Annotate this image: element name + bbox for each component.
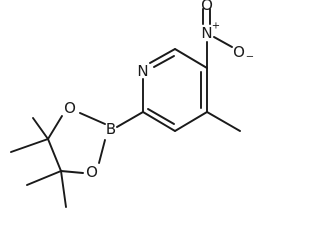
- nitro-group: [202, 8, 233, 69]
- bond-c6-n1: [149, 48, 176, 64]
- atom-label-ring-o-bottom: O: [86, 163, 98, 181]
- atom-label-boron: B: [106, 120, 116, 138]
- bond-o-bottom-c: [60, 170, 84, 174]
- pyridine-ring: [142, 48, 208, 132]
- double-bond-c6-n1: [153, 55, 175, 68]
- bond-c2-c3: [142, 111, 176, 132]
- bond-nitro-o-single: [213, 36, 233, 48]
- bond-methyl-lower-1: [26, 170, 62, 186]
- atom-label-nitro-o-single: O: [233, 43, 245, 61]
- atom-charge-nitro-o: −: [246, 52, 254, 63]
- bond-o-top-c: [47, 115, 63, 140]
- atom-label-nitro-o-double: O: [201, 0, 213, 14]
- bond-methyl-lower-2: [60, 170, 67, 208]
- atom-label-ring-o-top: O: [64, 99, 76, 117]
- dioxaborolane-ring: [47, 111, 144, 174]
- bond-methyl-upper-1: [32, 117, 49, 140]
- bond-c3-c4: [174, 111, 208, 132]
- bond-c2-b: [116, 111, 144, 128]
- atom-charge-nitro-n: +: [212, 21, 220, 32]
- bond-b-o-top: [79, 112, 106, 125]
- bond-methyl: [206, 111, 241, 132]
- atom-label-pyridine-n: N: [137, 62, 148, 80]
- atom-label-nitro-n: N: [201, 24, 212, 42]
- chemical-structure-diagram: N N + O O − B O O: [10, 0, 254, 208]
- bond-c5-c6: [174, 48, 208, 69]
- pinacol-methyls: [10, 117, 67, 208]
- bond-c-c: [47, 138, 62, 172]
- bond-b-o-bottom: [98, 139, 106, 164]
- double-bond-c2-c3: [147, 108, 175, 125]
- bond-methyl-upper-2: [10, 138, 49, 153]
